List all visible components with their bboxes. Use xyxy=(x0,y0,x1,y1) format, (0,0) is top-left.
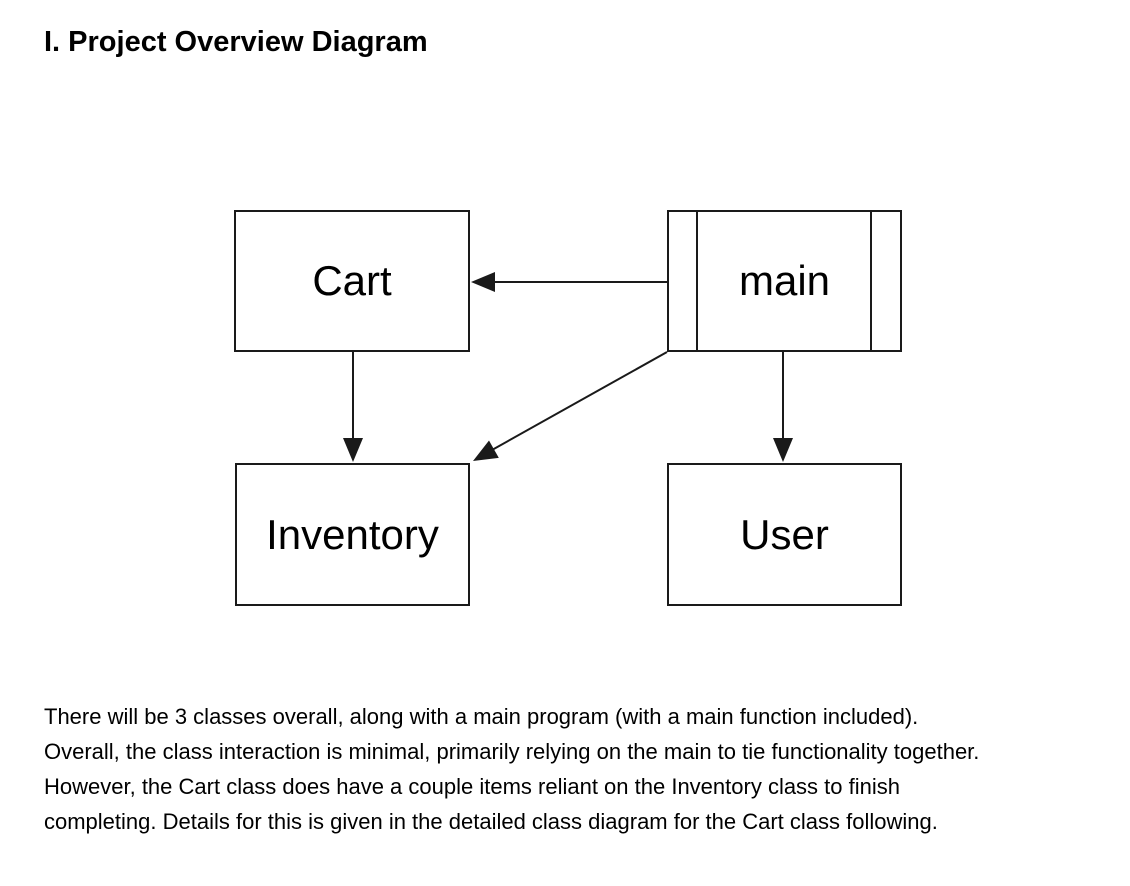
predefined-process-right-bar xyxy=(870,212,872,350)
edge-main-to-inventory-arrow xyxy=(473,351,668,461)
description-paragraph: There will be 3 classes overall, along w… xyxy=(44,699,1104,839)
paragraph-line: There will be 3 classes overall, along w… xyxy=(44,704,919,729)
paragraph-line: However, the Cart class does have a coup… xyxy=(44,774,900,799)
edge-main-to-user-arrow xyxy=(773,351,793,462)
edge-main-to-cart-arrow xyxy=(471,272,667,292)
node-main-label: main xyxy=(738,257,831,304)
node-inventory-label: Inventory xyxy=(266,510,439,558)
node-main: main xyxy=(667,210,902,352)
node-user-label: User xyxy=(740,510,829,558)
node-user: User xyxy=(667,463,902,606)
edge-cart-to-inventory-arrow xyxy=(343,351,363,462)
node-inventory: Inventory xyxy=(235,463,470,606)
node-cart-label: Cart xyxy=(312,257,392,304)
paragraph-line: completing. Details for this is given in… xyxy=(44,809,938,834)
paragraph-line: Overall, the class interaction is minima… xyxy=(44,739,980,764)
node-cart: Cart xyxy=(234,210,470,352)
predefined-process-left-bar xyxy=(696,212,698,350)
page-title: I. Project Overview Diagram xyxy=(44,26,428,58)
